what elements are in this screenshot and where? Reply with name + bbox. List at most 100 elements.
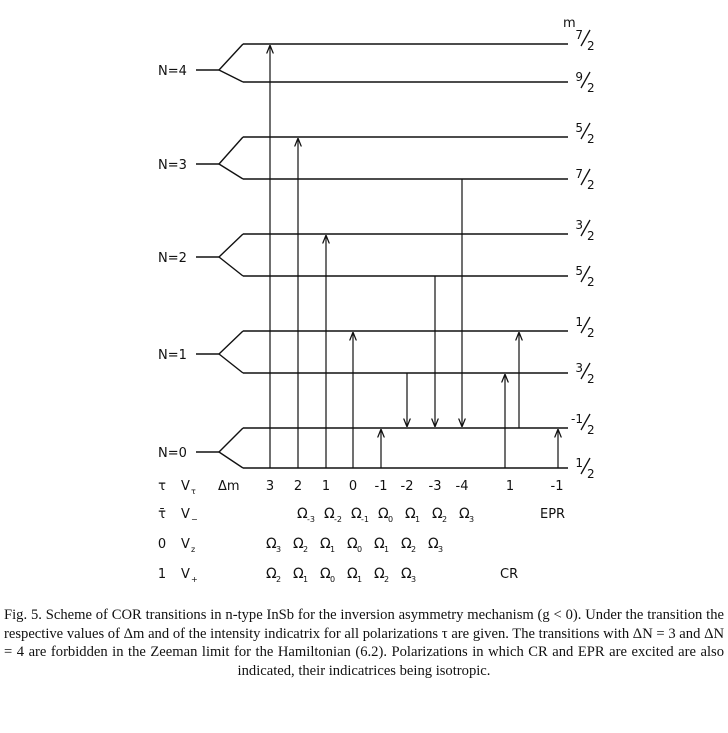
tau-row-label: τ̄ [158,507,166,522]
level-fork-upper [218,233,244,258]
v-row-label: V [181,567,190,582]
svg-text:9: 9 [575,70,583,84]
omega-index: 3 [469,515,474,524]
svg-text:1: 1 [575,456,583,470]
m-value-lower: 12 [575,456,594,481]
m-value-upper: 32 [575,218,594,243]
level-fork-upper [218,330,244,355]
level-fork-upper [218,427,244,453]
tau-header: τ [158,479,166,494]
level-fork-lower [218,451,244,469]
svg-text:2: 2 [587,39,595,53]
omega-symbol: Ω [347,566,358,582]
m-header: m [563,16,576,31]
omega-index: 0 [388,515,393,524]
omega-index: -2 [334,515,342,524]
v-row-sub: + [191,575,198,584]
omega-symbol: Ω [324,506,335,522]
m-value-lower: 72 [575,167,594,192]
v-row-label: V [181,537,190,552]
svg-text:2: 2 [587,229,595,243]
m-value-upper: -12 [571,412,595,437]
svg-text:2: 2 [587,423,595,437]
svg-text:3: 3 [575,218,583,232]
omega-index: 1 [330,545,335,554]
v-row-sub: − [191,515,198,524]
dm-value: 0 [349,479,357,494]
dm-value: -3 [429,479,442,494]
omega-symbol: Ω [428,536,439,552]
omega-symbol: Ω [374,566,385,582]
v-header: V [181,479,190,494]
omega-index: 3 [411,575,416,584]
omega-index: 2 [384,575,389,584]
dm-value: -2 [401,479,414,494]
omega-symbol: Ω [374,536,385,552]
level-fork-upper [218,136,244,165]
level-fork-upper [218,43,244,71]
omega-index: 2 [442,515,447,524]
omega-symbol: Ω [293,566,304,582]
omega-symbol: Ω [351,506,362,522]
dm-value: -1 [551,479,564,494]
level-label-N1: N=1 [158,348,187,363]
omega-symbol: Ω [347,536,358,552]
m-value-lower: 32 [575,361,594,386]
svg-text:5: 5 [575,121,583,135]
m-value-upper: 12 [575,315,594,340]
omega-symbol: Ω [320,566,331,582]
omega-symbol: Ω [320,536,331,552]
svg-text:5: 5 [575,264,583,278]
dm-value: 1 [506,479,514,494]
svg-text:2: 2 [587,81,595,95]
omega-symbol: Ω [297,506,308,522]
dm-value: 2 [294,479,302,494]
m-value-upper: 52 [575,121,594,146]
omega-index: -3 [307,515,315,524]
svg-text:3: 3 [575,361,583,375]
omega-index: 3 [438,545,443,554]
m-value-lower: 92 [575,70,594,95]
row-tag-cr: CR [500,567,518,582]
m-value-upper: 72 [575,28,594,53]
dm-value: -1 [375,479,388,494]
level-label-N3: N=3 [158,158,187,173]
svg-text:2: 2 [587,467,595,481]
level-label-N0: N=0 [158,446,187,461]
omega-index: 0 [357,545,362,554]
tau-row-label: 0 [158,537,166,552]
level-fork-lower [218,69,244,83]
omega-index: -1 [361,515,369,524]
tau-row-label: 1 [158,567,166,582]
level-label-N4: N=4 [158,64,187,79]
dm-header: Δm [218,479,240,494]
m-value-lower: 52 [575,264,594,289]
level-label-N2: N=2 [158,251,187,266]
svg-text:2: 2 [587,372,595,386]
figure-caption: Fig. 5. Scheme of COR transitions in n-t… [4,607,724,679]
omega-symbol: Ω [401,536,412,552]
dm-value: -4 [456,479,469,494]
omega-symbol: Ω [378,506,389,522]
dm-value: 3 [266,479,274,494]
svg-text:7: 7 [575,167,583,181]
omega-index: 1 [384,545,389,554]
omega-symbol: Ω [293,536,304,552]
svg-text:2: 2 [587,132,595,146]
dm-value: 1 [322,479,330,494]
row-tag-epr: EPR [540,507,565,522]
omega-symbol: Ω [405,506,416,522]
omega-index: 2 [411,545,416,554]
omega-symbol: Ω [401,566,412,582]
svg-text:7: 7 [575,28,583,42]
level-fork-lower [218,353,244,374]
svg-text:2: 2 [587,275,595,289]
omega-index: 0 [330,575,335,584]
omega-index: 3 [276,545,281,554]
svg-text:1: 1 [575,315,583,329]
omega-index: 1 [303,575,308,584]
omega-index: 1 [415,515,420,524]
omega-symbol: Ω [266,566,277,582]
